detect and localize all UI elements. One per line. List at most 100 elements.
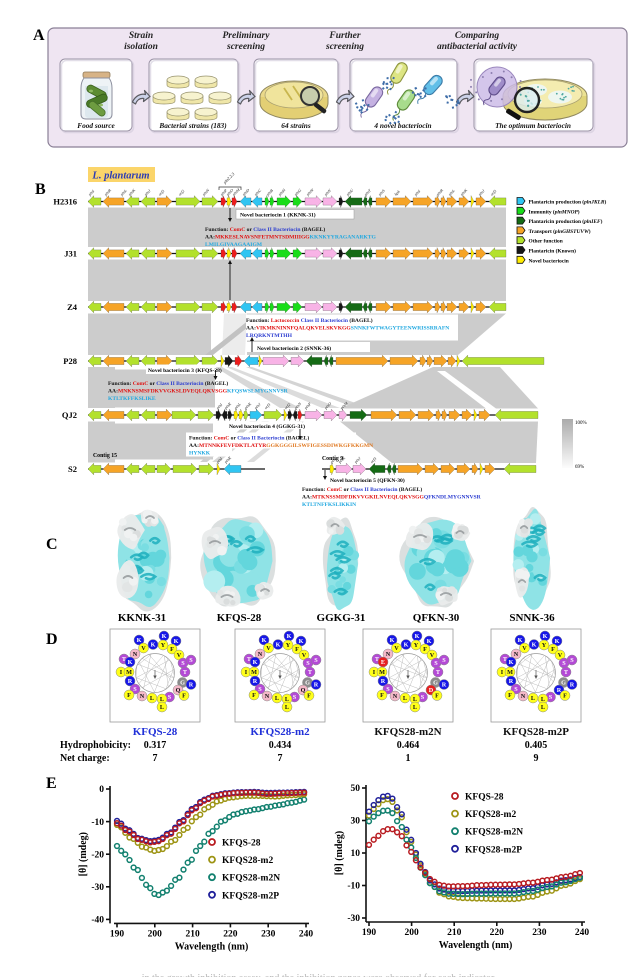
svg-text:K: K <box>518 637 523 644</box>
svg-text:0.317: 0.317 <box>144 740 167 751</box>
svg-text:AA:MTKNSSMDFDKVVGKILNVEQLQKVSG: AA:MTKNSSMDFDKVVGKILNVEQLQKVSGGQFKNDLMYG… <box>302 495 482 501</box>
svg-text:-30: -30 <box>347 914 360 924</box>
svg-text:K: K <box>128 659 133 666</box>
svg-text:KTLTKFFKSLIKE: KTLTKFFKSLIKE <box>108 396 156 402</box>
svg-text:-10: -10 <box>347 882 360 892</box>
svg-text:plnT: plnT <box>362 187 372 197</box>
svg-text:H2316: H2316 <box>53 197 77 207</box>
svg-text:7: 7 <box>153 753 158 764</box>
svg-text:Function: Lactococcin Class II: Function: Lactococcin Class II Bacterioc… <box>246 317 373 324</box>
svg-text:plnG: plnG <box>292 187 302 197</box>
svg-text:plnJ: plnJ <box>476 188 485 197</box>
svg-text:plnD: plnD <box>240 187 250 197</box>
svg-text:orf2: orf2 <box>283 402 291 410</box>
svg-text:Hydrophobicity:: Hydrophobicity: <box>60 740 131 751</box>
svg-text:S: S <box>570 657 574 664</box>
svg-text:L: L <box>413 704 417 711</box>
svg-text:230: 230 <box>532 928 547 938</box>
svg-text:[θ] (mdeg): [θ] (mdeg) <box>334 831 345 875</box>
svg-text:plnV: plnV <box>322 187 332 197</box>
svg-text:R: R <box>557 687 562 694</box>
svg-text:The optimum bacteriocin: The optimum bacteriocin <box>495 121 571 130</box>
svg-text:0.464: 0.464 <box>397 740 420 751</box>
svg-text:KFQS-28: KFQS-28 <box>217 612 262 624</box>
svg-text:plnN: plnN <box>292 401 302 411</box>
svg-text:plnI: plnI <box>412 188 421 197</box>
svg-text:plnK: plnK <box>242 401 252 411</box>
svg-text:L: L <box>531 695 535 702</box>
svg-text:KFQS28-m2N: KFQS28-m2N <box>374 726 441 738</box>
svg-text:-10: -10 <box>91 818 104 828</box>
svg-text:Contig 9: Contig 9 <box>322 456 343 462</box>
svg-text:I: I <box>120 669 123 676</box>
svg-text:AA:MTNNKFEVFDKTLATYRGGKGGGILSW: AA:MTNNKFEVFDKTLATYRGGKGGGILSWFIGESSDIWK… <box>189 443 373 449</box>
svg-text:Novel bacteriocin 3 (KFQS-28): Novel bacteriocin 3 (KFQS-28) <box>148 367 222 374</box>
svg-text:E: E <box>46 775 57 792</box>
svg-text:1: 1 <box>406 753 411 764</box>
svg-text:M: M <box>379 669 385 676</box>
svg-text:0.434: 0.434 <box>269 740 292 751</box>
svg-text:200: 200 <box>404 928 419 938</box>
svg-text:plnR: plnR <box>222 401 232 411</box>
svg-text:QFKN-30: QFKN-30 <box>413 612 460 624</box>
svg-text:KFQS28-m2: KFQS28-m2 <box>250 726 310 738</box>
svg-text:S: S <box>181 660 185 667</box>
svg-text:I: I <box>501 669 504 676</box>
svg-text:plnL: plnL <box>232 401 242 411</box>
svg-text:R: R <box>509 678 514 685</box>
svg-text:S: S <box>133 686 137 693</box>
svg-text:N: N <box>133 651 138 658</box>
svg-text:R: R <box>128 678 133 685</box>
svg-text:K: K <box>162 633 167 640</box>
svg-text:0.405: 0.405 <box>525 740 548 751</box>
svg-text:F: F <box>182 693 186 700</box>
svg-text:plnN: plnN <box>200 187 210 197</box>
svg-text:Y: Y <box>542 642 547 649</box>
svg-text:F: F <box>127 692 131 699</box>
svg-text:50: 50 <box>351 784 361 794</box>
svg-text:N: N <box>393 693 398 700</box>
svg-text:plnP: plnP <box>218 187 228 197</box>
svg-text:plnM: plnM <box>338 400 349 411</box>
svg-text:V: V <box>266 645 271 652</box>
svg-text:K: K <box>276 642 281 649</box>
svg-text:K: K <box>509 659 514 666</box>
svg-text:R: R <box>189 682 194 689</box>
svg-text:Function: ComC or Class II Bac: Function: ComC or Class II Bacteriocin (… <box>302 486 422 493</box>
svg-text:K: K <box>299 638 304 645</box>
svg-text:plnO: plnO <box>224 187 234 197</box>
svg-text:plnJ: plnJ <box>252 402 261 411</box>
svg-text:LRQRKNTMTHH: LRQRKNTMTHH <box>246 333 293 339</box>
svg-text:T: T <box>503 656 508 663</box>
svg-text:F: F <box>435 693 439 700</box>
svg-text:Y: Y <box>161 642 166 649</box>
svg-text:S: S <box>189 657 193 664</box>
svg-text:T: T <box>436 669 441 676</box>
svg-text:210: 210 <box>447 928 462 938</box>
svg-text:190: 190 <box>110 929 125 939</box>
svg-text:V: V <box>141 645 146 652</box>
svg-text:P28: P28 <box>63 356 77 366</box>
svg-text:L: L <box>275 695 279 702</box>
svg-text:L. plantarum: L. plantarum <box>91 171 149 182</box>
svg-text:R: R <box>570 682 575 689</box>
svg-text:plnR: plnR <box>222 455 232 465</box>
svg-text:S: S <box>562 660 566 667</box>
svg-text:K: K <box>543 633 548 640</box>
svg-text:-40: -40 <box>91 916 104 926</box>
svg-text:orf2: orf2 <box>177 188 185 196</box>
svg-text:190: 190 <box>362 928 377 938</box>
svg-text:V: V <box>430 652 435 659</box>
svg-text:plnK: plnK <box>458 187 468 197</box>
svg-text:J31: J31 <box>64 249 77 259</box>
svg-text:Novel bacteriocin: Novel bacteriocin <box>529 258 569 264</box>
svg-text:KFQS28-m2: KFQS28-m2 <box>222 856 273 866</box>
svg-text:K: K <box>174 638 179 645</box>
svg-text:K: K <box>427 638 432 645</box>
svg-text:Y: Y <box>286 642 291 649</box>
svg-text:QJ2: QJ2 <box>62 410 77 420</box>
svg-text:plnJ: plnJ <box>352 456 361 465</box>
svg-text:S: S <box>258 686 262 693</box>
